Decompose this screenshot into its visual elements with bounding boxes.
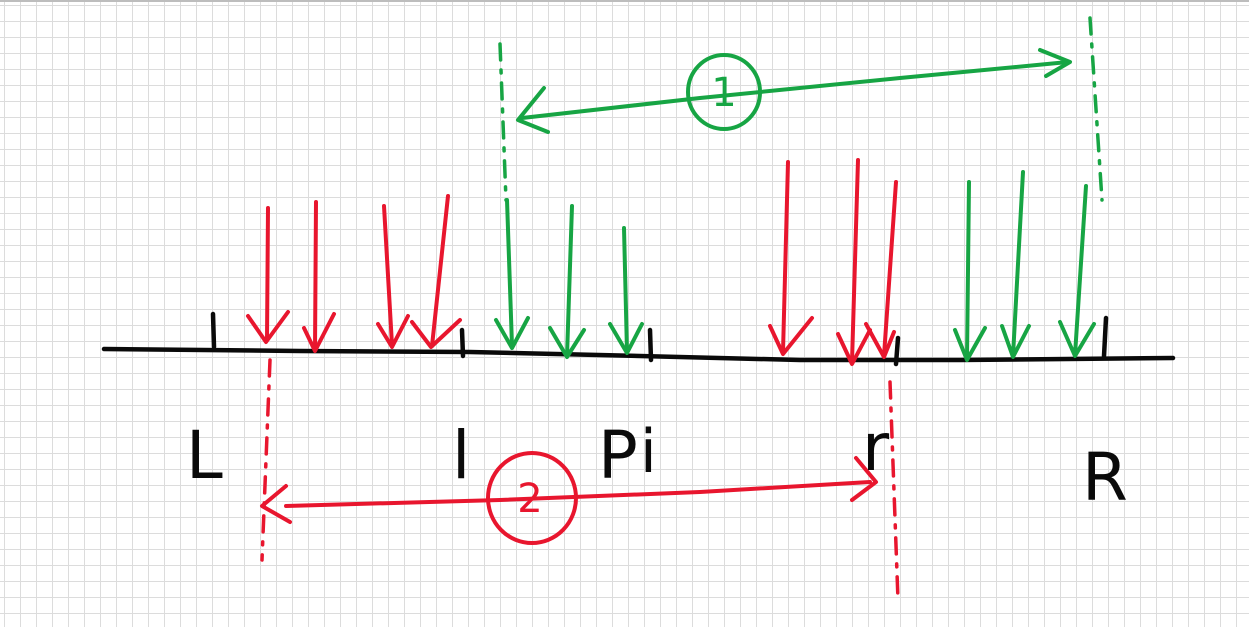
label-R: R bbox=[1082, 439, 1128, 516]
label-r: r bbox=[862, 409, 890, 486]
red-arrow bbox=[768, 160, 814, 356]
red-arrow bbox=[246, 206, 290, 344]
tick-R bbox=[1101, 315, 1109, 359]
range-1-circle bbox=[686, 53, 762, 131]
red-arrow bbox=[836, 158, 872, 366]
tick-r bbox=[893, 335, 901, 367]
red-boundary-left bbox=[260, 358, 272, 562]
range-2-circle bbox=[486, 451, 578, 545]
label-i: i bbox=[640, 417, 657, 487]
green-arrow bbox=[548, 204, 586, 359]
red-arrow bbox=[864, 180, 898, 359]
red-arrow bbox=[376, 204, 410, 349]
label-l: l bbox=[452, 417, 470, 494]
red-arrow bbox=[410, 194, 462, 349]
green-arrow bbox=[608, 226, 644, 355]
canvas-top-edge bbox=[0, 0, 1249, 2]
green-arrow bbox=[953, 180, 987, 362]
green-arrow bbox=[1000, 170, 1031, 359]
green-arrow bbox=[1058, 184, 1096, 358]
tick-l bbox=[459, 327, 466, 359]
label-P: P bbox=[598, 417, 638, 494]
tick-L bbox=[210, 311, 217, 350]
label-L: L bbox=[186, 417, 223, 494]
red-boundary-right bbox=[888, 380, 900, 602]
red-arrow bbox=[302, 200, 336, 353]
range-1-number: 1 bbox=[711, 70, 736, 116]
green-boundary-left bbox=[498, 42, 508, 202]
range-2-number: 2 bbox=[517, 476, 542, 522]
green-arrow bbox=[494, 198, 530, 350]
range-2-arrow bbox=[260, 456, 878, 524]
tick-p bbox=[647, 327, 654, 363]
green-boundary-right bbox=[1088, 16, 1104, 202]
number-line bbox=[101, 346, 1176, 363]
range-1-arrow bbox=[516, 48, 1072, 134]
